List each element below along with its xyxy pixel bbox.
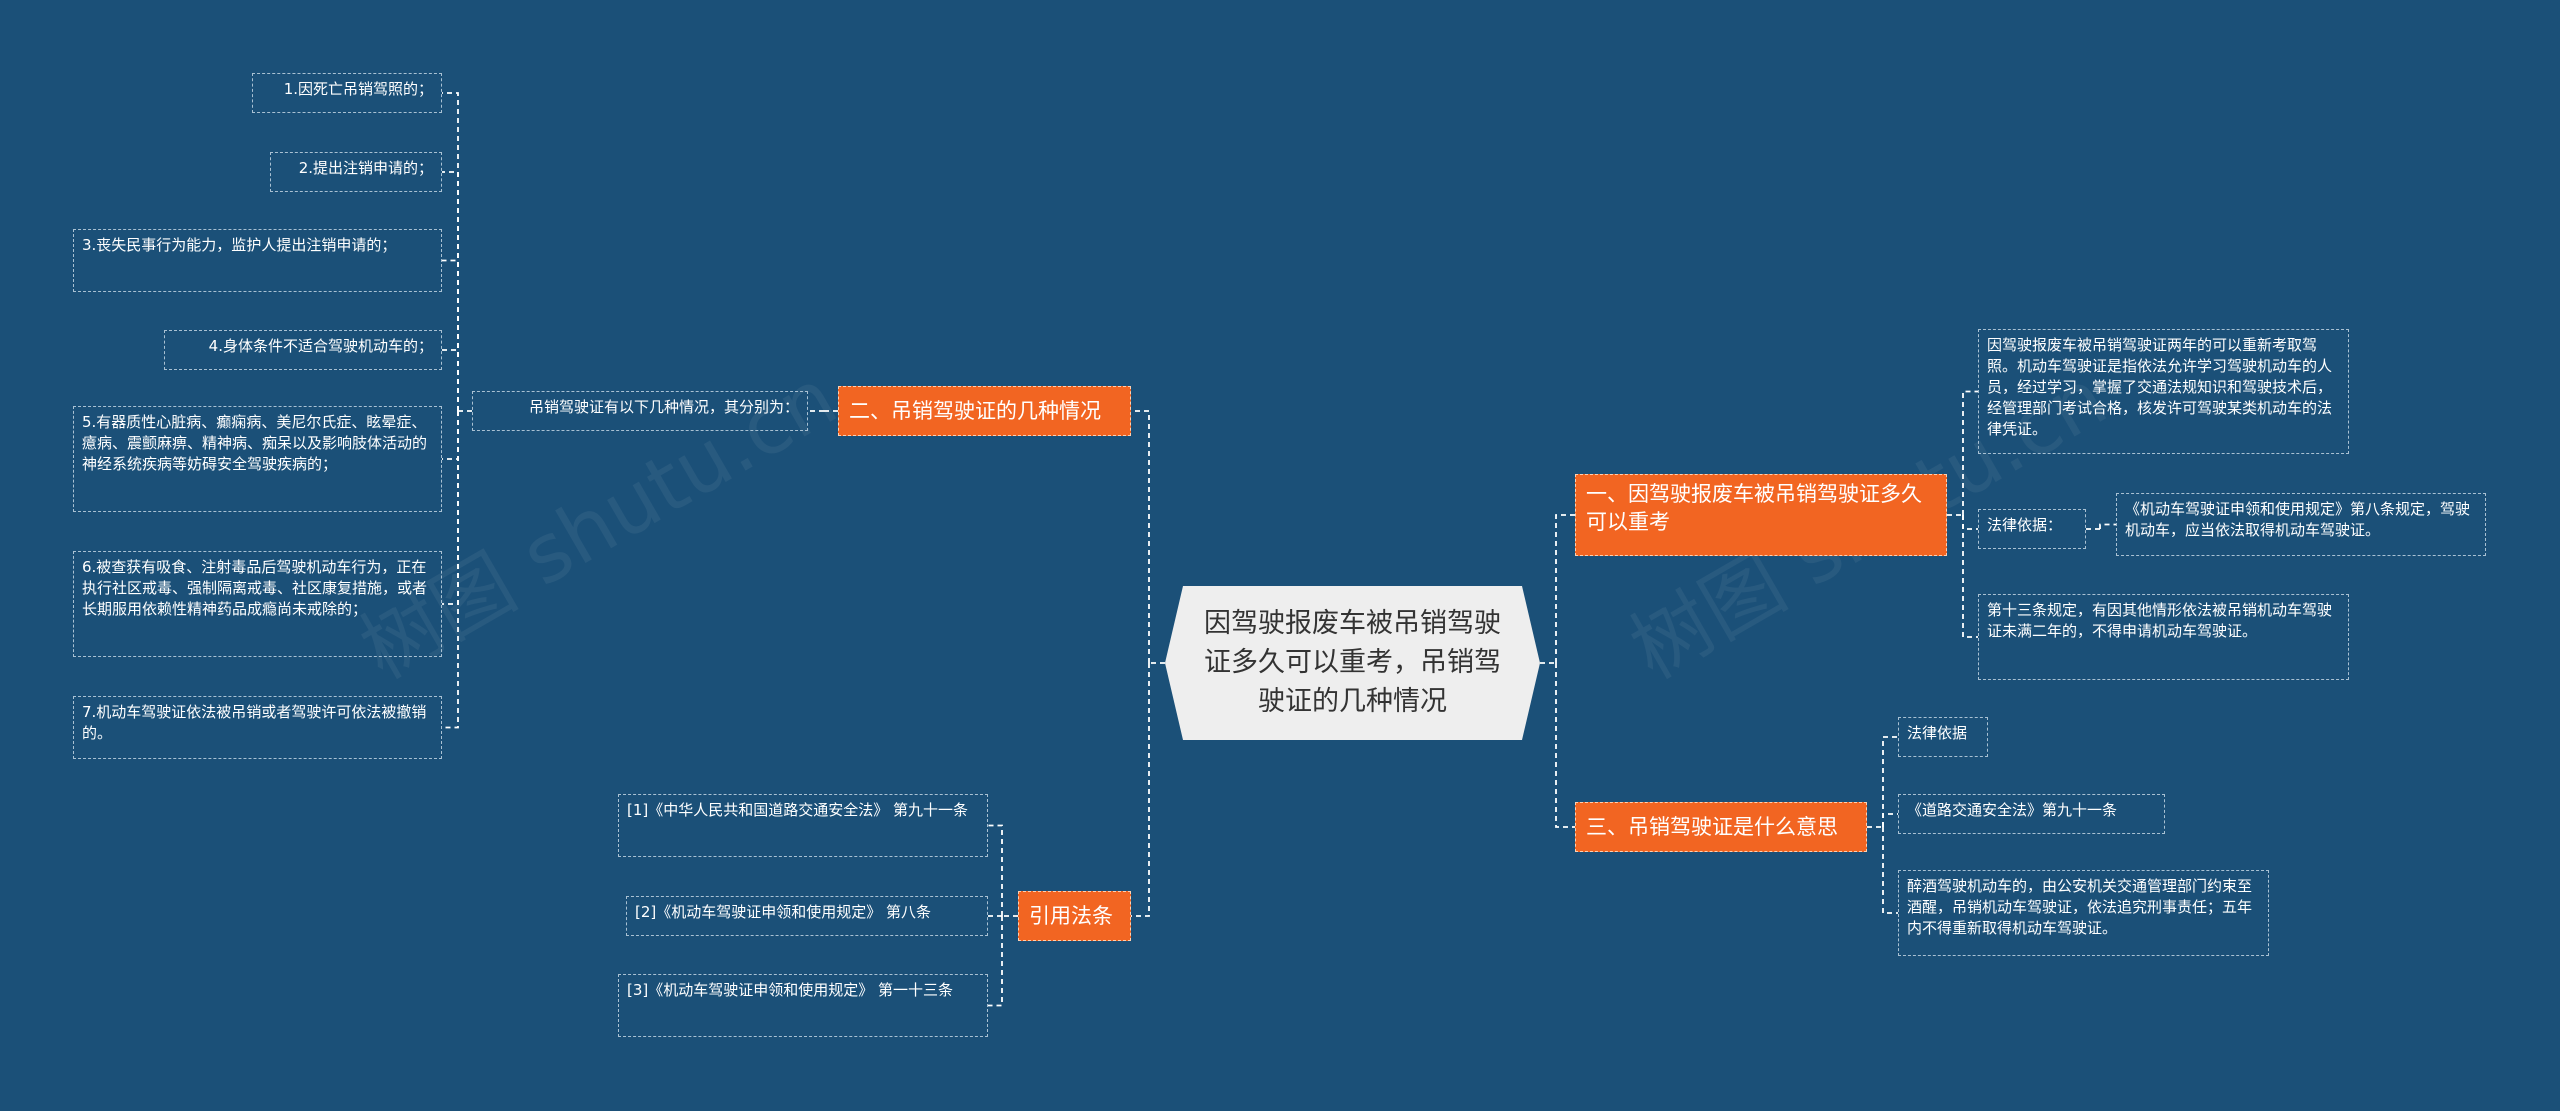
connector-line-27 [1882, 736, 1898, 827]
connector-line-10 [442, 171, 459, 411]
root-topic[interactable]: 因驾驶报废车被吊销驾驶证多久可以重考，吊销驾驶证的几种情况 [1165, 586, 1540, 740]
connector-line-13 [442, 411, 459, 460]
branch-revocation-cases[interactable]: 二、吊销驾驶证的几种情况 [838, 386, 1131, 436]
connector-line-21 [1962, 390, 1978, 515]
cited-law-3[interactable]: [3]《机动车驾驶证申领和使用规定》 第一十三条 [618, 974, 988, 1037]
branch-revocation-meaning[interactable]: 三、吊销驾驶证是什么意思 [1575, 802, 1867, 852]
connector-line-25 [2099, 523, 2116, 529]
meaning-drunk-driving-rule[interactable]: 醉酒驾驶机动车的，由公安机关交通管理部门约束至酒醒，吊销机动车驾驶证，依法追究刑… [1898, 870, 2269, 956]
revocation-case-7[interactable]: 7.机动车驾驶证依法被吊销或者驾驶许可依法被撤销的。 [73, 696, 442, 759]
branch-cited-laws[interactable]: 引用法条 [1018, 891, 1131, 941]
connector-line-15 [442, 411, 459, 729]
connector-line-1 [1131, 410, 1150, 663]
legal-basis-label[interactable]: 法律依据： [1978, 509, 2086, 549]
branch-retest-time[interactable]: 一、因驾驶报废车被吊销驾驶证多久可以重考 [1575, 474, 1947, 556]
revocation-case-1[interactable]: 1.因死亡吊销驾照的； [252, 73, 442, 113]
revocation-case-6[interactable]: 6.被查获有吸食、注射毒品后驾驶机动车行为，正在执行社区戒毒、强制隔离戒毒、社区… [73, 551, 442, 657]
connector-line-5 [1555, 663, 1575, 828]
revocation-case-2[interactable]: 2.提出注销申请的； [270, 152, 442, 192]
revocation-intro[interactable]: 吊销驾驶证有以下几种情况，其分别为： [472, 391, 808, 431]
connector-line-17 [988, 824, 1003, 916]
connector-line-19 [988, 916, 1003, 1007]
connector-line-29 [1882, 827, 1898, 914]
cited-law-2[interactable]: [2]《机动车驾驶证申领和使用规定》 第八条 [626, 896, 988, 936]
connector-line-11 [442, 259, 459, 411]
connector-line-4 [1555, 514, 1575, 663]
retest-explanation[interactable]: 因驾驶报废车被吊销驾驶证两年的可以重新考取驾照。机动车驾驶证是指依法允许学习驾驶… [1978, 329, 2349, 454]
revocation-case-4[interactable]: 4.身体条件不适合驾驶机动车的； [164, 330, 442, 370]
cited-law-1[interactable]: [1]《中华人民共和国道路交通安全法》 第九十一条 [618, 794, 988, 857]
revocation-case-3[interactable]: 3.丧失民事行为能力，监护人提出注销申请的； [73, 229, 442, 292]
connector-line-9 [442, 92, 459, 411]
connector-line-22 [1962, 515, 1978, 530]
revocation-case-5[interactable]: 5.有器质性心脏病、癫痫病、美尼尔氏症、眩晕症、癔病、震颤麻痹、精神病、痴呆以及… [73, 406, 442, 512]
meaning-legal-basis-label[interactable]: 法律依据 [1898, 717, 1988, 757]
connector-line-2 [1131, 663, 1150, 917]
connector-line-23 [1962, 515, 1978, 638]
meaning-law-article-91[interactable]: 《道路交通安全法》第九十一条 [1898, 794, 2165, 834]
legal-basis-article-13[interactable]: 第十三条规定，有因其他情形依法被吊销机动车驾驶证未满二年的，不得申请机动车驾驶证… [1978, 594, 2349, 680]
connector-line-28 [1882, 813, 1898, 827]
connector-line-14 [442, 411, 459, 605]
connector-line-12 [442, 349, 459, 411]
legal-basis-article-8[interactable]: 《机动车驾驶证申领和使用规定》第八条规定，驾驶机动车，应当依法取得机动车驾驶证。 [2116, 493, 2486, 556]
